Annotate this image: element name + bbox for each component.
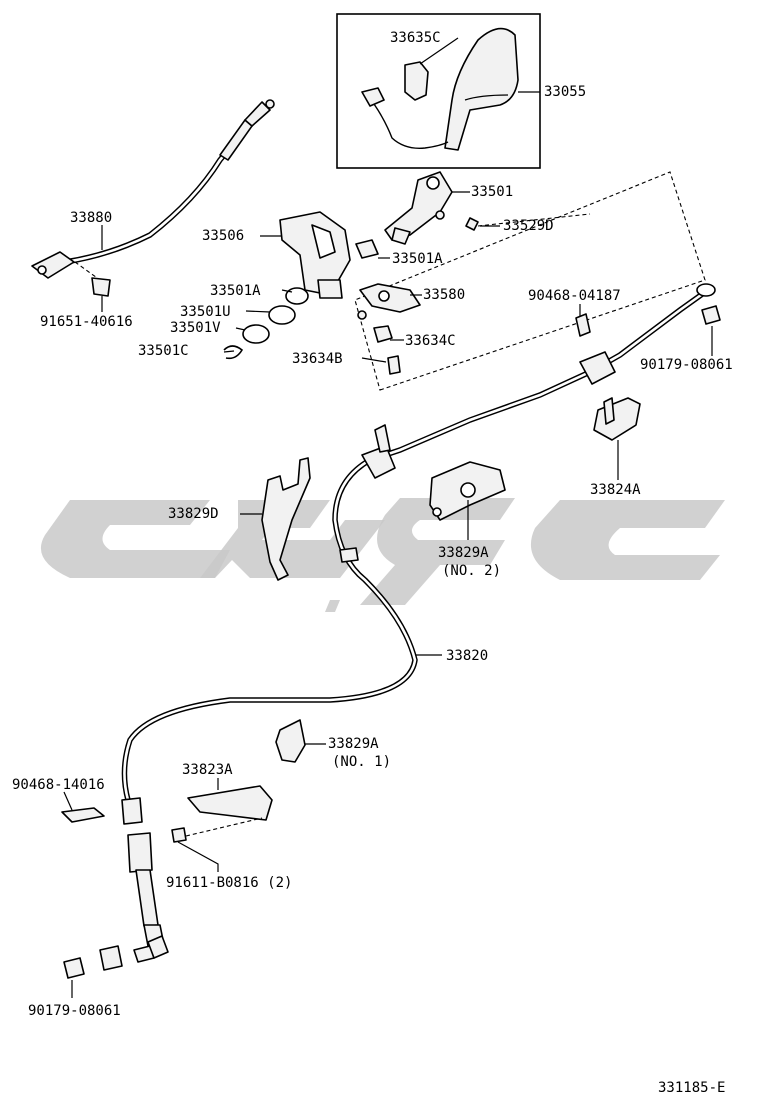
drawing-number: 331185-E (658, 1080, 726, 1096)
shift-knob-inset (336, 13, 541, 169)
label-33829A-no2: 33829A (438, 545, 489, 561)
label-33501A-right: 33501A (392, 251, 443, 267)
label-33823A: 33823A (182, 762, 233, 778)
label-33880: 33880 (70, 210, 113, 226)
label-33501V: 33501V (170, 320, 221, 336)
label-33829D: 33829D (168, 506, 219, 522)
label-33824A: 33824A (590, 482, 641, 498)
label-90468-14016: 90468-14016 (12, 777, 105, 793)
label-33506: 33506 (202, 228, 245, 244)
cable-33820-drawing (121, 283, 716, 963)
label-91651-40616: 91651-40616 (40, 314, 133, 330)
label-33501: 33501 (471, 184, 514, 200)
label-33529D: 33529D (503, 218, 554, 234)
label-33501C: 33501C (138, 343, 189, 359)
label-33829A-no2-note: (NO. 2) (442, 563, 502, 579)
watermark-logo (40, 498, 725, 612)
leader-lines (63, 37, 713, 998)
label-33829A-no1-note: (NO. 1) (332, 754, 392, 770)
label-33829A-no1: 33829A (328, 736, 379, 752)
label-90179-08061-bottom: 90179-08061 (28, 1003, 121, 1019)
label-91611-B0816: 91611-B0816 (2) (166, 875, 293, 891)
label-90179-08061-top: 90179-08061 (640, 357, 733, 373)
label-33634C: 33634C (405, 333, 456, 349)
dashed-inset-outline (354, 171, 706, 391)
label-33055: 33055 (544, 84, 587, 100)
label-33635C: 33635C (390, 30, 441, 46)
shift-lever-assembly (223, 171, 479, 375)
bracket-drawings (61, 305, 721, 979)
label-33501U: 33501U (180, 304, 231, 320)
label-33820: 33820 (446, 648, 489, 664)
label-90468-04187: 90468-04187 (528, 288, 621, 304)
label-33634B: 33634B (292, 351, 343, 367)
label-33580: 33580 (423, 287, 466, 303)
label-33501A-left: 33501A (210, 283, 261, 299)
cable-33880-drawing (31, 99, 275, 297)
